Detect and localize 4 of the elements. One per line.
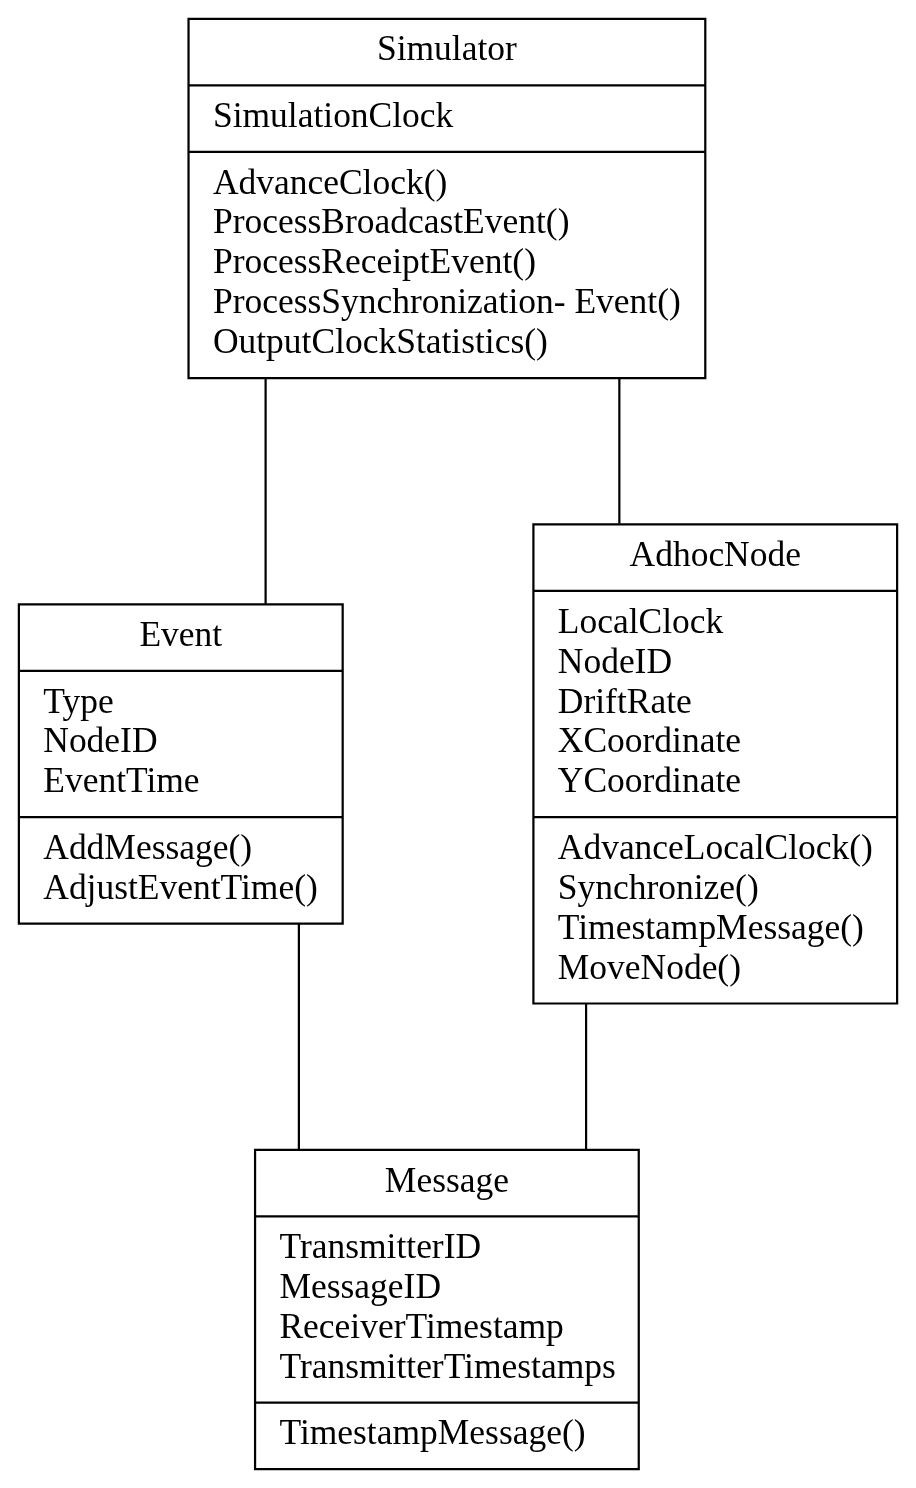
connector bbox=[618, 378, 621, 524]
connector bbox=[584, 1004, 588, 1150]
connector bbox=[297, 924, 300, 1150]
connector bbox=[264, 378, 267, 604]
